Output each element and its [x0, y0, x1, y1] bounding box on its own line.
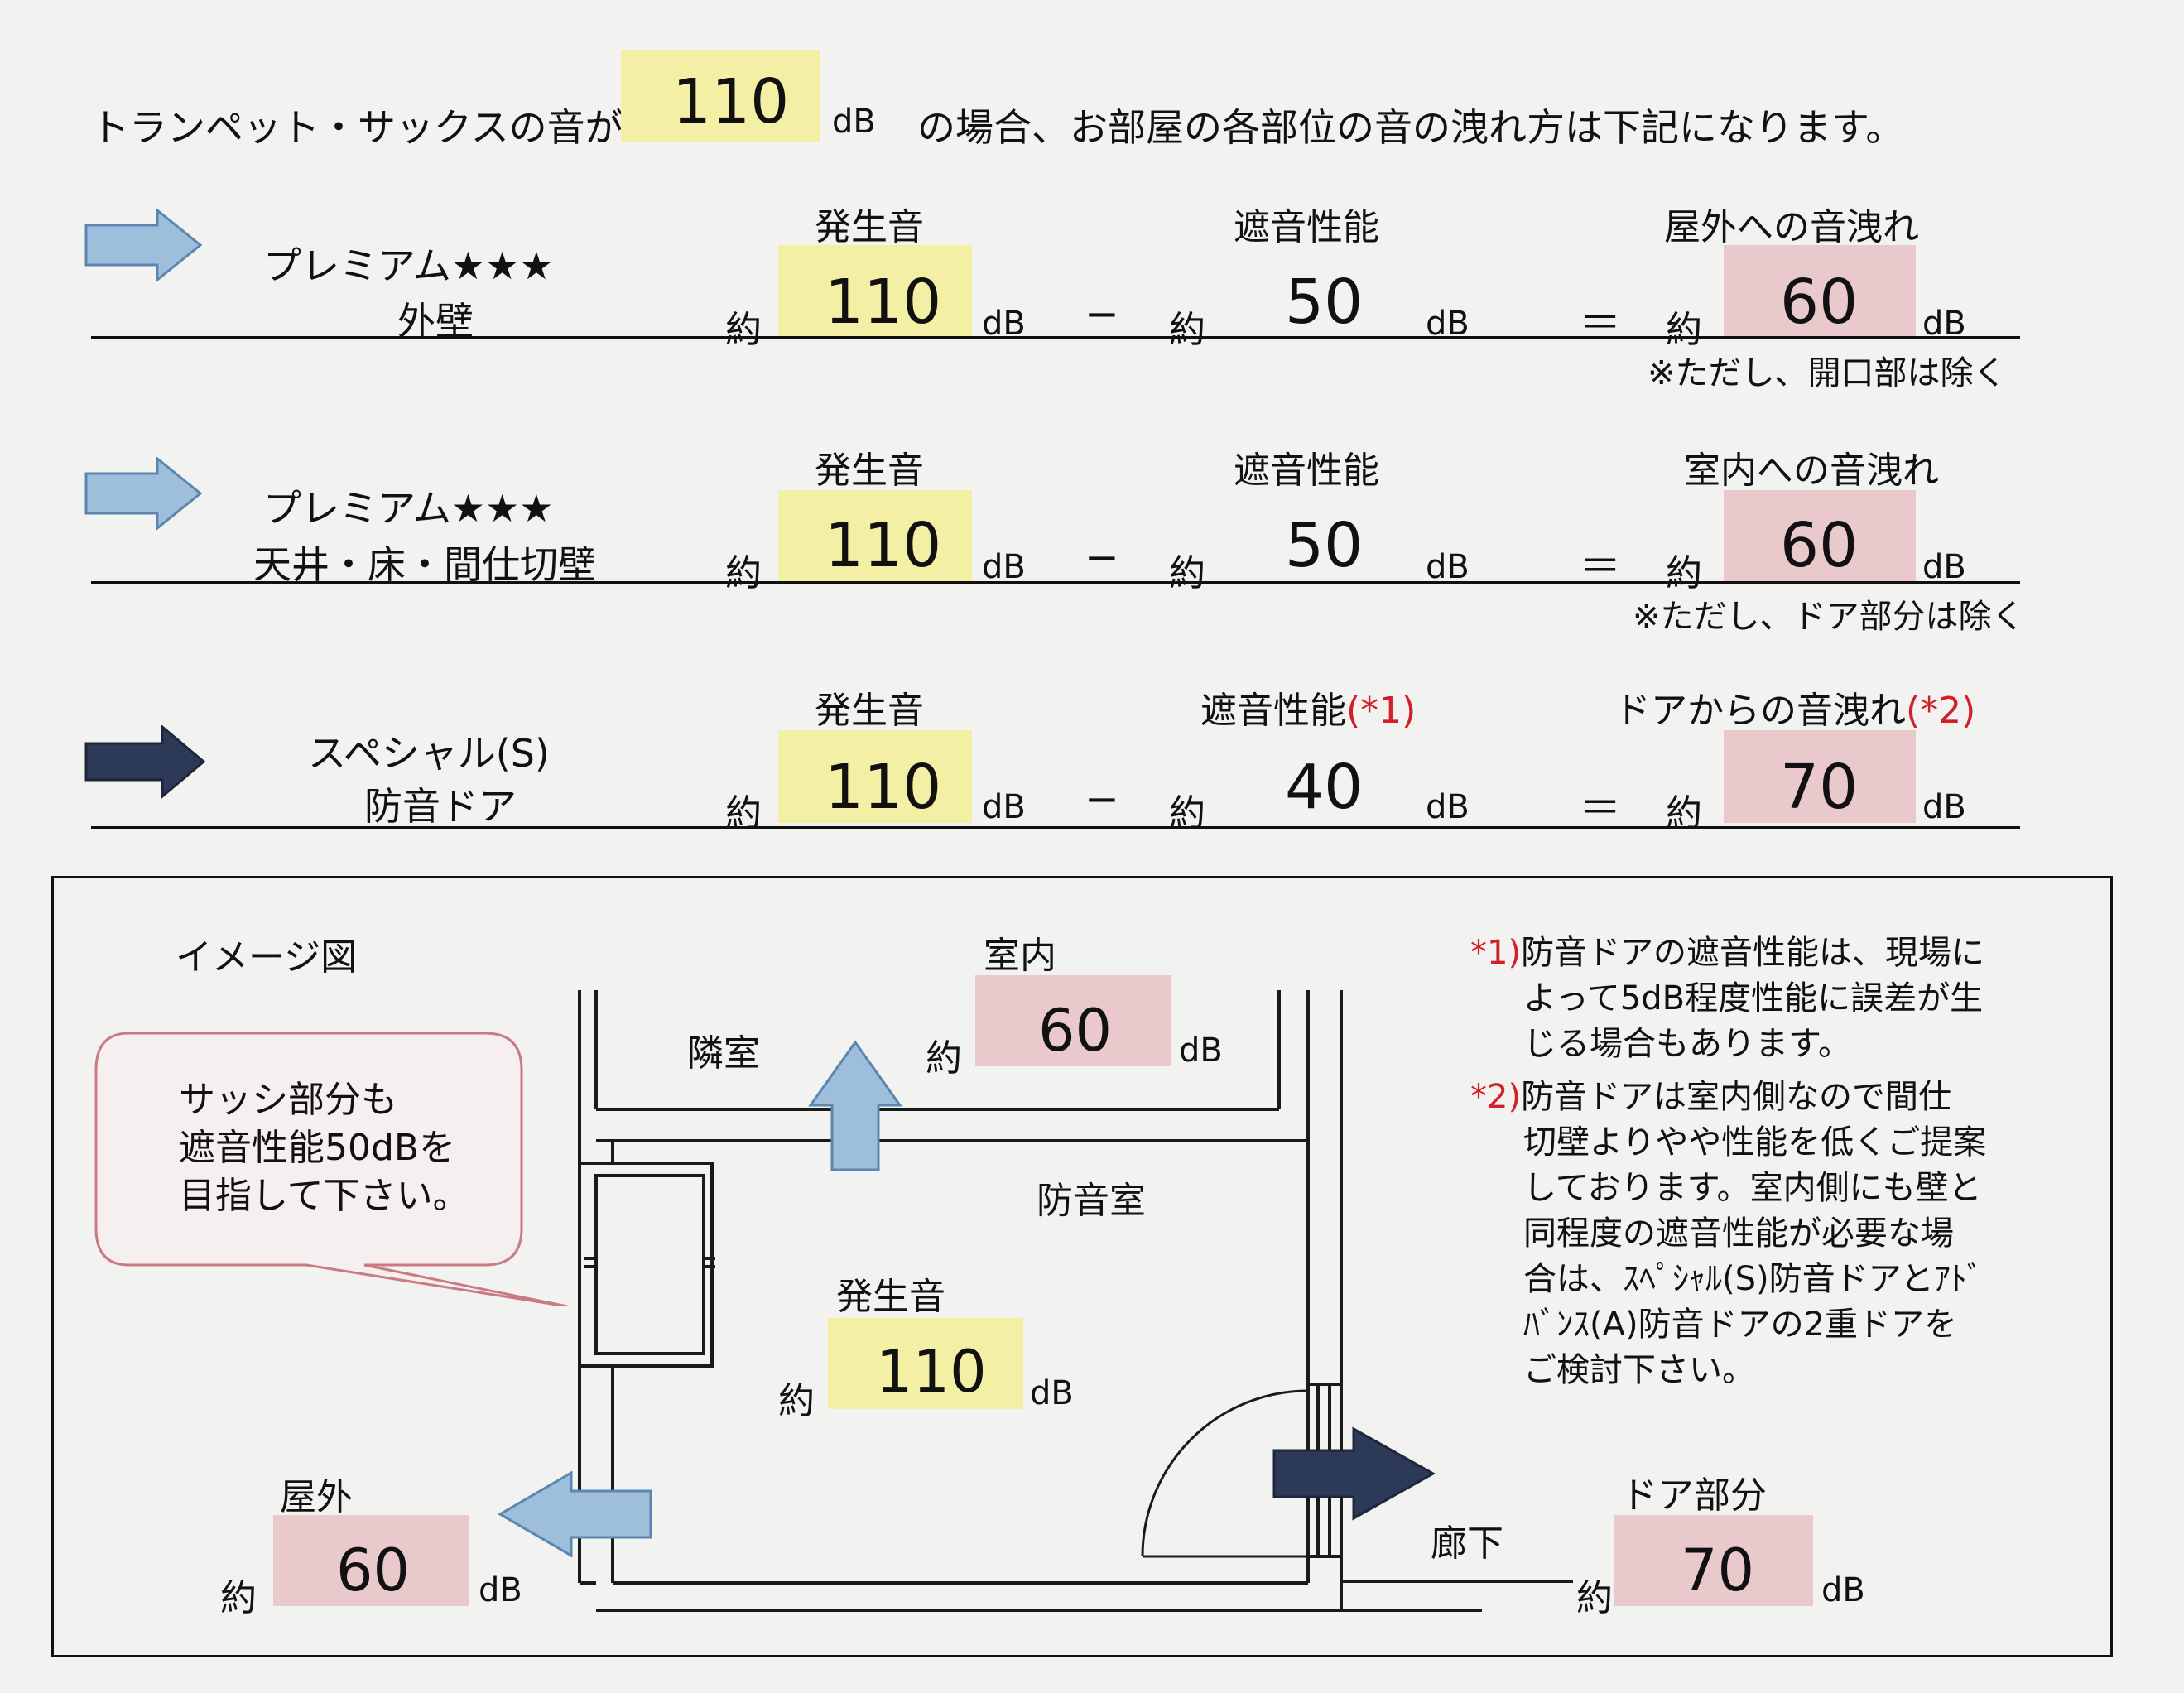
approx-label: 約	[1666, 309, 1702, 351]
col-insulation-header: 遮音性能	[1234, 206, 1379, 248]
row-title-line2: 防音ドア	[364, 784, 517, 829]
diagram-panel	[51, 876, 2113, 1657]
arrow-right-dark-icon	[1272, 1426, 1436, 1521]
col-insulation-header: 遮音性能	[1234, 450, 1379, 492]
minus-sign: −	[1085, 533, 1119, 581]
source-value: 110	[825, 510, 942, 581]
arrow-right-light-icon	[84, 209, 203, 283]
row-title-line1: プレミアム★★★	[263, 486, 554, 531]
col-source-header: 発生音	[815, 206, 924, 248]
minus-sign: −	[1085, 290, 1119, 338]
result-box	[1724, 490, 1916, 583]
approx-label: 約	[1169, 552, 1205, 594]
note-1: *1)防音ドアの遮音性能は、現場に よって5dB程度性能に誤差が生 じる場合もあ…	[1470, 934, 1985, 1063]
insulation-value: 40	[1285, 752, 1364, 823]
approx-label: 約	[1666, 552, 1702, 594]
insulation-value: 50	[1285, 267, 1364, 338]
result-value: 60	[1780, 267, 1859, 338]
approx-label: 約	[926, 1037, 962, 1080]
unit-label: dB	[1821, 1571, 1865, 1609]
unit-label: dB	[982, 548, 1026, 586]
indoor-label: 室内	[984, 935, 1056, 977]
arrow-left-light-icon	[498, 1471, 652, 1558]
col-leak-header: 室内への音洩れ	[1684, 450, 1939, 492]
source-box	[778, 490, 972, 583]
approx-label: 約	[778, 1380, 815, 1422]
unit-label: dB	[1030, 1374, 1074, 1412]
row-footnote: ※ただし、開口部は除く	[1648, 354, 2007, 392]
source-box	[778, 730, 972, 823]
approx-label: 約	[1169, 309, 1205, 351]
row-underline	[91, 826, 2020, 829]
col-source-header: 発生音	[815, 450, 924, 492]
col-insulation-header: 遮音性能(*1)	[1200, 690, 1417, 732]
door-value-box	[1614, 1515, 1813, 1606]
arrow-up-light-icon	[808, 1040, 902, 1171]
outdoor-value: 60	[336, 1537, 411, 1604]
result-value: 70	[1780, 752, 1859, 823]
col-leak-header: ドアからの音洩れ(*2)	[1614, 690, 1976, 732]
outdoor-value-box	[273, 1515, 469, 1606]
approx-label: 約	[725, 309, 762, 351]
indoor-value-box	[975, 975, 1171, 1066]
unit-label: dB	[479, 1571, 522, 1609]
source-value-box	[828, 1318, 1023, 1409]
door-value: 70	[1681, 1537, 1755, 1604]
source-label: 発生音	[836, 1276, 945, 1318]
diagram-title: イメージ図	[176, 936, 358, 979]
header-level-box	[621, 50, 820, 142]
header-suffix: の場合、お部屋の各部位の音の洩れ方は下記になります。	[917, 105, 1904, 150]
row-footnote: ※ただし、ドア部分は除く	[1633, 598, 2025, 636]
row-title-line1: プレミアム★★★	[263, 243, 554, 288]
row-underline	[91, 336, 2020, 339]
unit-label: dB	[1426, 548, 1470, 586]
approx-label: 約	[1576, 1577, 1613, 1619]
arrow-right-light-icon	[84, 457, 203, 531]
source-value: 110	[825, 752, 942, 823]
callout-text: サッシ部分も 遮音性能50dBを 目指して下さい。	[179, 1079, 469, 1217]
col-source-header: 発生音	[815, 690, 924, 732]
soundproof-room-label: 防音室	[1037, 1180, 1146, 1222]
unit-label: dB	[1922, 788, 1966, 826]
equals-sign: ＝	[1580, 784, 1621, 832]
insulation-value: 50	[1285, 510, 1364, 581]
row-underline	[91, 581, 2020, 584]
row-title-line1: スペシャル(S)	[308, 731, 550, 776]
col-leak-header: 屋外への音洩れ	[1664, 206, 1919, 248]
source-value: 110	[876, 1338, 987, 1406]
outdoor-label: 屋外	[280, 1476, 353, 1518]
header-unit: dB	[832, 103, 876, 141]
door-label: ドア部分	[1621, 1474, 1767, 1517]
source-box	[778, 245, 972, 338]
header-level: 110	[672, 66, 790, 137]
unit-label: dB	[982, 788, 1026, 826]
result-value: 60	[1780, 510, 1859, 581]
corridor-label: 廊下	[1431, 1522, 1503, 1565]
approx-label: 約	[220, 1577, 257, 1619]
result-box	[1724, 730, 1916, 823]
equals-sign: ＝	[1580, 299, 1621, 347]
approx-label: 約	[725, 552, 762, 594]
arrow-right-dark-icon	[84, 725, 206, 800]
unit-label: dB	[1922, 548, 1966, 586]
header-prefix: トランペット・サックスの音が	[91, 105, 623, 150]
neighbor-room-label: 隣室	[687, 1032, 760, 1075]
unit-label: dB	[1426, 788, 1470, 826]
source-value: 110	[825, 267, 942, 338]
minus-sign: −	[1085, 775, 1119, 823]
row-title-line2: 天井・床・間仕切壁	[253, 542, 596, 587]
note-2: *2)防音ドアは室内側なので間仕 切壁よりやや性能を低くご提案 しております。室…	[1470, 1078, 1987, 1389]
result-box	[1724, 245, 1916, 338]
callout-bubble	[94, 1032, 568, 1306]
indoor-value: 60	[1038, 997, 1113, 1065]
unit-label: dB	[1179, 1032, 1223, 1070]
